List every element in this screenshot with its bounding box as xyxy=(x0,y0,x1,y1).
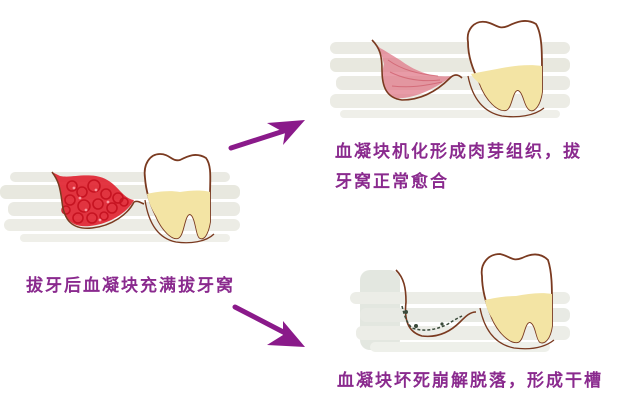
caption-normal-healing-line1: 血凝块机化形成肉芽组织，拔 xyxy=(335,142,582,162)
caption-normal-healing-line2: 牙窝正常愈合 xyxy=(335,172,449,192)
blood-clot-socket-icon xyxy=(0,153,240,244)
arrow-down-right-icon xyxy=(232,304,305,347)
arrow-up-right-icon xyxy=(228,120,305,151)
dry-socket-icon xyxy=(350,253,570,352)
granulation-tissue-socket-icon xyxy=(330,20,570,118)
caption-dry-socket: 血凝块坏死崩解脱落，形成干槽 xyxy=(337,371,603,391)
caption-normal-healing: 血凝块机化形成肉芽组织，拔 牙窝正常愈合 xyxy=(335,137,582,197)
caption-blood-clot-fills-socket: 拔牙后血凝块充满拔牙窝 xyxy=(26,276,235,296)
